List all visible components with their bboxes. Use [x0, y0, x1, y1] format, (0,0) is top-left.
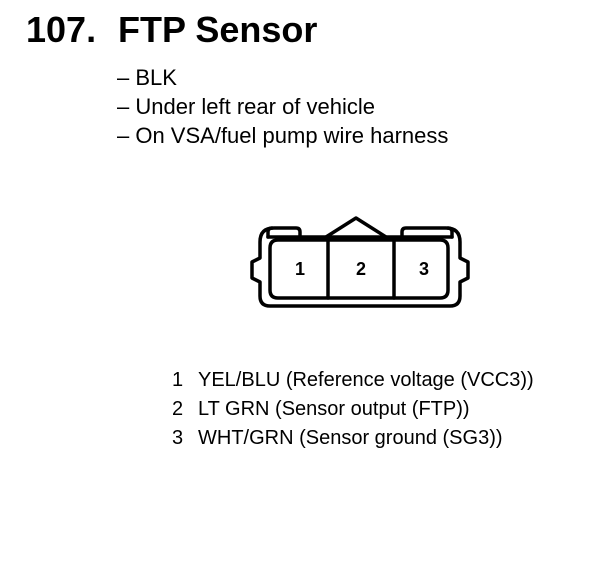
terminal-cavity-frame — [268, 238, 450, 300]
connector-diagram: 1 2 3 — [250, 216, 470, 308]
pinout-row: 3 WHT/GRN (Sensor ground (SG3)) — [168, 424, 534, 453]
terminal-label-2: 2 — [356, 259, 366, 279]
pin-number: 3 — [172, 427, 184, 449]
pinout-row: 1 YEL/BLU (Reference voltage (VCC3)) — [168, 366, 534, 395]
connector-info-list: – BLK – Under left rear of vehicle – On … — [117, 63, 448, 150]
connector-housing-outline — [250, 216, 470, 308]
pin-description: WHT/GRN (Sensor ground (SG3)) — [198, 427, 503, 449]
pin-number: 1 — [172, 369, 184, 391]
pinout-row: 2 LT GRN (Sensor output (FTP)) — [168, 395, 534, 424]
terminal-label-3: 3 — [419, 259, 429, 279]
terminal-label-1: 1 — [295, 259, 305, 279]
right-lock-tab — [446, 226, 454, 239]
left-lock-tab — [266, 226, 274, 239]
pin-description: YEL/BLU (Reference voltage (VCC3)) — [198, 369, 534, 391]
page-title: 107. FTP Sensor — [26, 8, 317, 52]
section-number: 107. — [26, 9, 97, 50]
connector-location: – Under left rear of vehicle — [117, 94, 376, 119]
pin-description: LT GRN (Sensor output (FTP)) — [198, 398, 470, 420]
component-name: FTP Sensor — [118, 9, 318, 50]
pinout-list: 1 YEL/BLU (Reference voltage (VCC3)) 2 LT … — [168, 366, 534, 453]
connector-color: – BLK — [117, 65, 177, 90]
pin-number: 2 — [172, 398, 184, 420]
connector-harness: – On VSA/fuel pump wire harness — [117, 123, 449, 148]
